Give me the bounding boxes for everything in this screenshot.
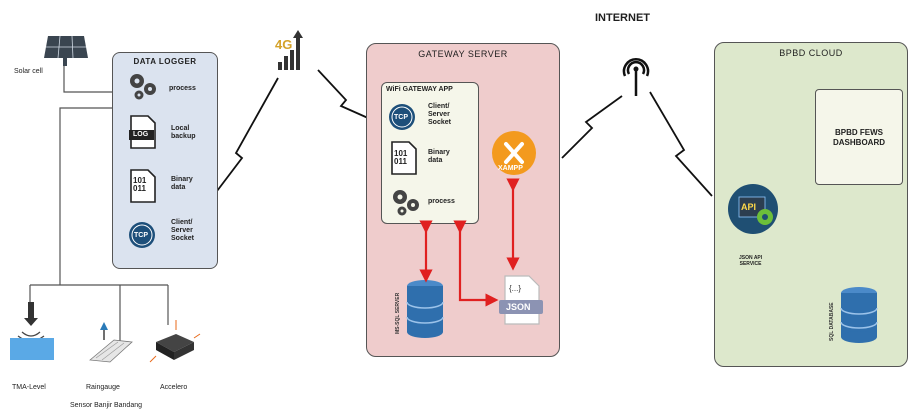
arrow-app-json <box>453 220 499 307</box>
gateway-gears-icon <box>393 190 419 216</box>
solar-panel-icon <box>44 35 88 66</box>
data-logger-panel: DATA LOGGER process LOG Local backup 101… <box>112 52 218 269</box>
xampp-icon <box>492 131 536 175</box>
gateway-item-socket: Client/ Server Socket <box>428 103 451 126</box>
api-service-icon <box>728 184 778 234</box>
logger-item-socket: Client/ Server Socket <box>171 219 194 242</box>
gears-icon <box>130 74 156 100</box>
gateway-item-binary-data: Binary data <box>428 149 450 164</box>
sensor-accelero-label: Accelero <box>160 384 188 391</box>
link-gateway-tower <box>561 95 623 159</box>
link-4g-gateway <box>317 69 369 119</box>
bpbd-cloud-panel: BPBD CLOUD BPBD FEWS DASHBOARD API JSON … <box>714 42 908 367</box>
logger-item-local-backup: Local backup <box>171 125 196 140</box>
sensor-caption: Sensor Banjir Bandang <box>70 402 142 409</box>
data-logger-title: DATA LOGGER <box>133 57 197 66</box>
api-service-label: JSON API SERVICE <box>739 255 763 267</box>
gateway-item-process: process <box>428 198 455 205</box>
logger-item-process: process <box>169 85 196 92</box>
log-file-icon <box>129 115 156 149</box>
logger-tcp-text: TCP <box>134 232 148 239</box>
cloud-database-icon <box>840 287 878 343</box>
network-4g-label: 4G <box>275 37 293 52</box>
json-file-icon <box>499 275 543 325</box>
link-tower-cloud <box>649 91 713 197</box>
bpbd-cloud-title: BPBD CLOUD <box>779 48 843 58</box>
wifi-gateway-app-title: WiFi GATEWAY APP <box>386 86 453 93</box>
raingauge-icon <box>89 322 133 363</box>
gateway-database-icon <box>406 280 444 338</box>
gateway-tcp-icon <box>389 104 415 130</box>
sensor-raingauge-label: Raingauge <box>86 384 120 391</box>
solar-cell-label: Solar cell <box>14 68 43 75</box>
fews-dashboard-label: BPBD FEWS DASHBOARD <box>833 128 885 147</box>
gateway-server-title: GATEWAY SERVER <box>418 49 508 59</box>
water-level-sensor-icon <box>10 302 54 360</box>
signal-bars-icon <box>278 30 303 70</box>
logger-item-binary-data: Binary data <box>171 176 193 191</box>
gateway-tcp-text: TCP <box>394 114 408 121</box>
cloud-db-label: SQL DATABASE <box>829 302 835 341</box>
wire-solar-logger <box>63 64 112 93</box>
gateway-binary-text: 101 011 <box>394 149 408 166</box>
link-logger-4g <box>213 77 279 196</box>
tcp-icon <box>129 222 155 248</box>
api-text: API <box>741 202 757 212</box>
internet-title: INTERNET <box>595 12 650 24</box>
json-label: JSON <box>506 302 531 312</box>
gateway-binary-file-icon <box>391 141 417 175</box>
json-braces: {...} <box>509 284 522 293</box>
logger-binary-text: 101 011 <box>133 176 147 193</box>
wire-logger-bus <box>59 107 112 285</box>
radio-tower-icon <box>622 58 650 96</box>
accelerometer-icon <box>149 320 201 363</box>
xampp-label: XAMPP <box>498 165 523 172</box>
log-file-text: LOG <box>133 131 149 138</box>
sensor-tma-level-label: TMA-Level <box>12 384 46 391</box>
wifi-gateway-app-box: WiFi GATEWAY APP TCP Client/ Server Sock… <box>381 82 479 224</box>
binary-file-icon <box>130 169 156 203</box>
fews-dashboard-box: BPBD FEWS DASHBOARD <box>815 89 903 185</box>
